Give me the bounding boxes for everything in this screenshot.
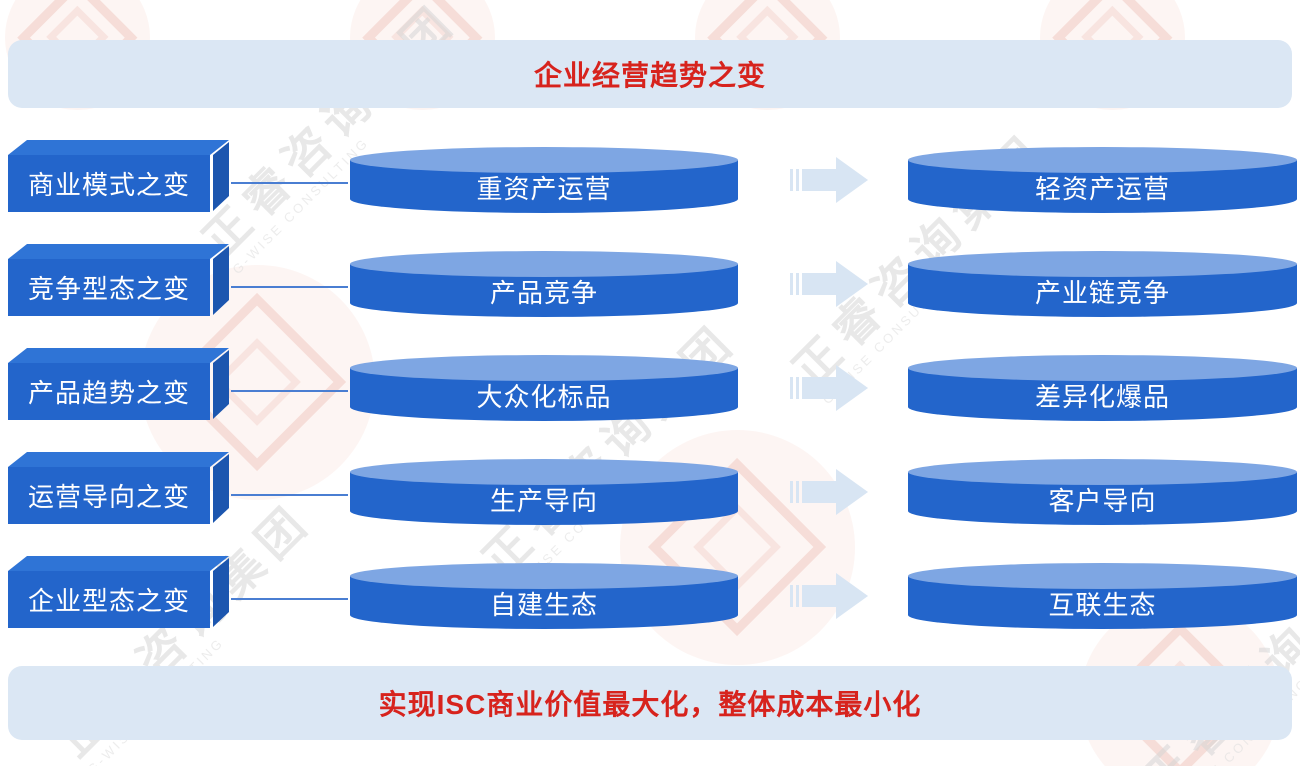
left-topic-box: 运营导向之变 <box>8 452 230 524</box>
from-label: 自建生态 <box>489 589 598 620</box>
page-title: 企业经营趋势之变 <box>533 60 766 91</box>
trend-row: 商业模式之变 重资产运营 轻资产运营 <box>0 140 1300 216</box>
from-cylinder: 重资产运营 <box>350 147 738 215</box>
left-topic-label: 企业型态之变 <box>27 586 190 616</box>
to-label: 轻资产运营 <box>1034 173 1170 204</box>
to-cylinder: 客户导向 <box>908 459 1297 527</box>
from-cylinder: 生产导向 <box>350 459 738 527</box>
left-topic-box: 企业型态之变 <box>8 556 230 628</box>
from-label: 大众化标品 <box>476 381 612 412</box>
arrow-right-icon <box>790 469 868 515</box>
cylinder-shape <box>350 147 738 213</box>
left-topic-label: 运营导向之变 <box>27 482 190 512</box>
trend-row: 运营导向之变 生产导向 客户导向 <box>0 452 1300 528</box>
from-cylinder: 大众化标品 <box>350 355 738 423</box>
cylinder-shape <box>908 459 1297 525</box>
connector-line <box>231 598 348 600</box>
to-label: 差异化爆品 <box>1034 381 1170 412</box>
header-banner: 企业经营趋势之变 <box>8 40 1292 108</box>
from-label: 产品竞争 <box>489 277 598 308</box>
left-topic-label: 商业模式之变 <box>27 170 190 200</box>
to-label: 客户导向 <box>1048 485 1157 516</box>
to-cylinder: 产业链竞争 <box>908 251 1297 319</box>
left-topic-label: 竞争型态之变 <box>27 274 190 304</box>
cylinder-shape <box>908 355 1297 421</box>
trend-row: 企业型态之变 自建生态 互联生态 <box>0 556 1300 632</box>
connector-line <box>231 286 348 288</box>
cylinder-shape <box>908 251 1297 317</box>
from-cylinder: 自建生态 <box>350 563 738 631</box>
arrow-right-icon <box>790 157 868 203</box>
left-topic-box: 竞争型态之变 <box>8 244 230 316</box>
to-cylinder: 差异化爆品 <box>908 355 1297 423</box>
to-label: 互联生态 <box>1048 589 1157 620</box>
connector-line <box>231 494 348 496</box>
cylinder-shape <box>908 147 1297 213</box>
arrow-right-icon <box>790 573 868 619</box>
to-label: 产业链竞争 <box>1034 277 1170 308</box>
trend-row: 竞争型态之变 产品竞争 产业链竞争 <box>0 244 1300 320</box>
left-topic-label: 产品趋势之变 <box>27 378 190 408</box>
left-topic-box: 产品趋势之变 <box>8 348 230 420</box>
from-label: 生产导向 <box>489 485 598 516</box>
box3d-shape <box>8 556 229 628</box>
connector-line <box>231 390 348 392</box>
to-cylinder: 轻资产运营 <box>908 147 1297 215</box>
arrow-right-icon <box>790 261 868 307</box>
arrow-right-icon <box>790 365 868 411</box>
from-label: 重资产运营 <box>476 173 612 204</box>
to-cylinder: 互联生态 <box>908 563 1297 631</box>
box3d-shape <box>8 140 229 212</box>
footer-banner: 实现ISC商业价值最大化，整体成本最小化 <box>8 666 1292 740</box>
cylinder-shape <box>350 251 738 317</box>
connector-line <box>231 182 348 184</box>
left-topic-box: 商业模式之变 <box>8 140 230 212</box>
trend-row: 产品趋势之变 大众化标品 差异化爆品 <box>0 348 1300 424</box>
footer-title: 实现ISC商业价值最大化，整体成本最小化 <box>378 689 922 720</box>
cylinder-shape <box>350 355 738 421</box>
from-cylinder: 产品竞争 <box>350 251 738 319</box>
